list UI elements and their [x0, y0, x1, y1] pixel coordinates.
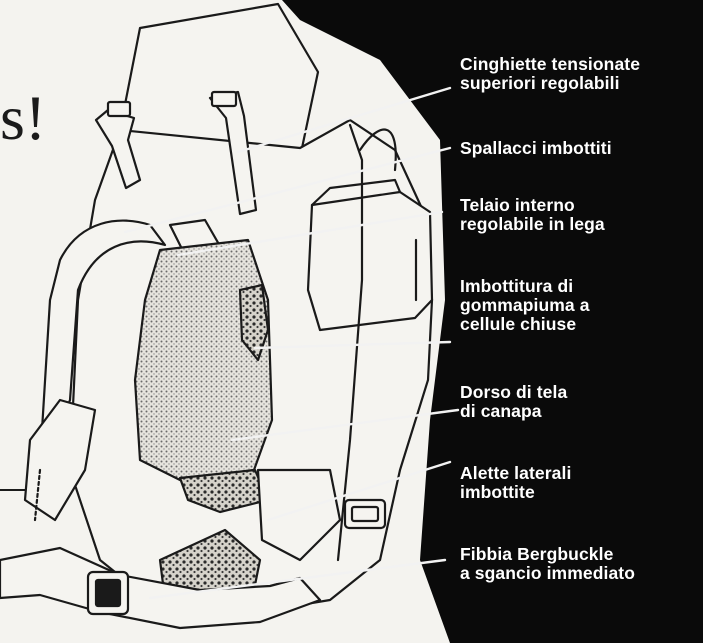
callout-dorso: Dorso di tela di canapa — [460, 383, 567, 421]
top-buckle-right — [212, 92, 236, 106]
top-buckle-left — [108, 102, 130, 116]
callout-telaio: Telaio interno regolabile in lega — [460, 196, 605, 234]
callout-spallacci: Spallacci imbottiti — [460, 139, 612, 158]
side-pocket — [308, 192, 432, 330]
headline-fragment: s! — [0, 86, 46, 150]
wing-buckle-inner — [352, 507, 378, 521]
callout-fibbia: Fibbia Bergbuckle a sgancio immediato — [460, 545, 635, 583]
callout-cinghiette: Cinghiette tensionate superiori regolabi… — [460, 55, 640, 93]
hip-buckle-inner — [96, 580, 120, 606]
callout-alette: Alette laterali imbottite — [460, 464, 571, 502]
backpack — [0, 4, 432, 628]
frame-panel — [135, 240, 272, 480]
callout-imbottitura: Imbottitura di gommapiuma a cellule chiu… — [460, 277, 590, 334]
